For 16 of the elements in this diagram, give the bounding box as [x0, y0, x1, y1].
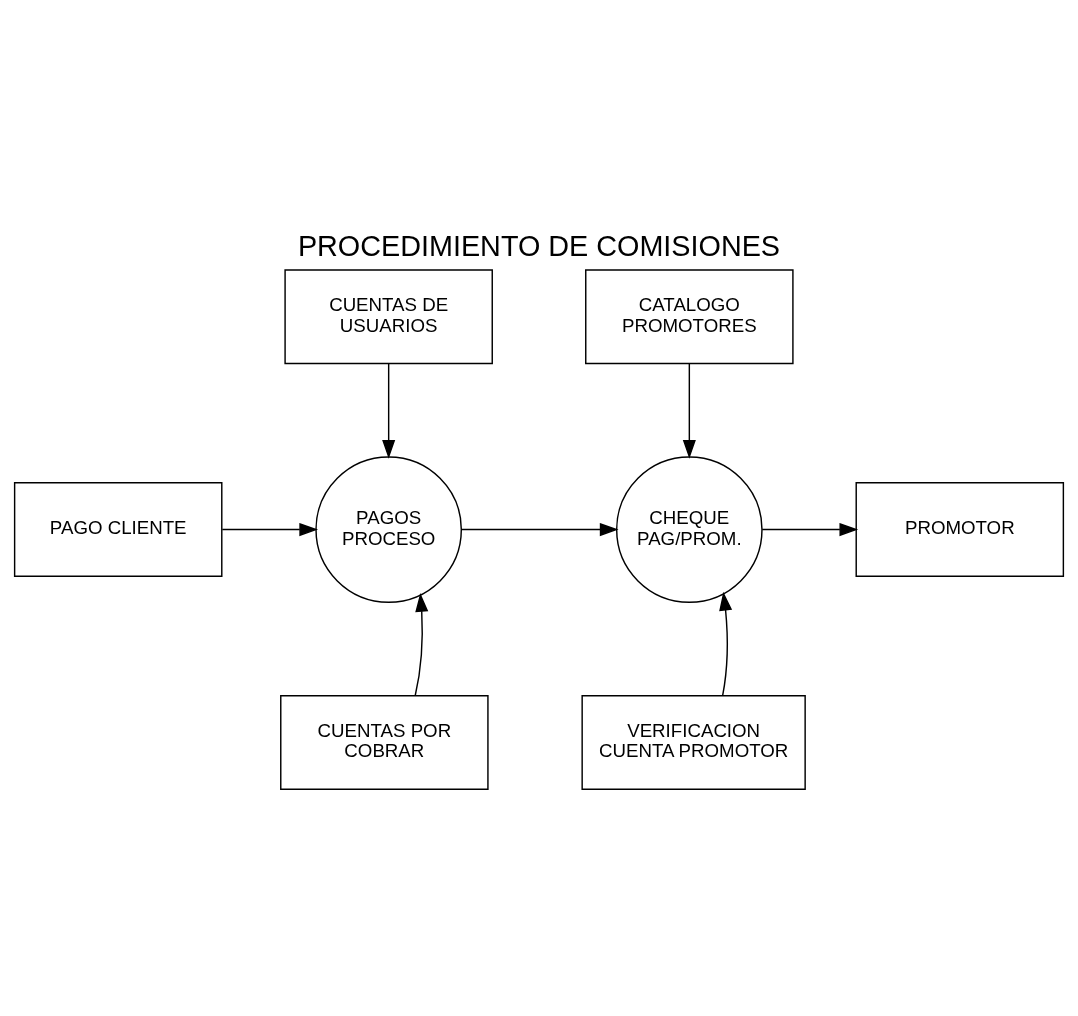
- arrow: [414, 593, 429, 696]
- node-box: PROMOTOR: [855, 482, 1065, 578]
- arrow: [719, 591, 733, 697]
- arrow: [682, 362, 696, 459]
- node-circle: CHEQUE PAG/PROM.: [615, 456, 763, 603]
- diagram-title: PROCEDIMIENTO DE COMISIONES: [297, 229, 781, 262]
- arrow: [761, 523, 859, 537]
- arrow: [382, 362, 396, 459]
- node-box: CUENTAS DE USUARIOS: [284, 269, 493, 365]
- node-circle: PAGOS PROCESO: [315, 456, 463, 603]
- node-box: VERIFICACION CUENTA PROMOTOR: [581, 695, 806, 790]
- node-box: CATALOGO PROMOTORES: [585, 269, 794, 365]
- node-box: PAGO CLIENTE: [13, 482, 223, 578]
- arrow: [221, 523, 319, 537]
- arrow: [460, 523, 619, 537]
- node-box: CUENTAS POR COBRAR: [280, 695, 489, 790]
